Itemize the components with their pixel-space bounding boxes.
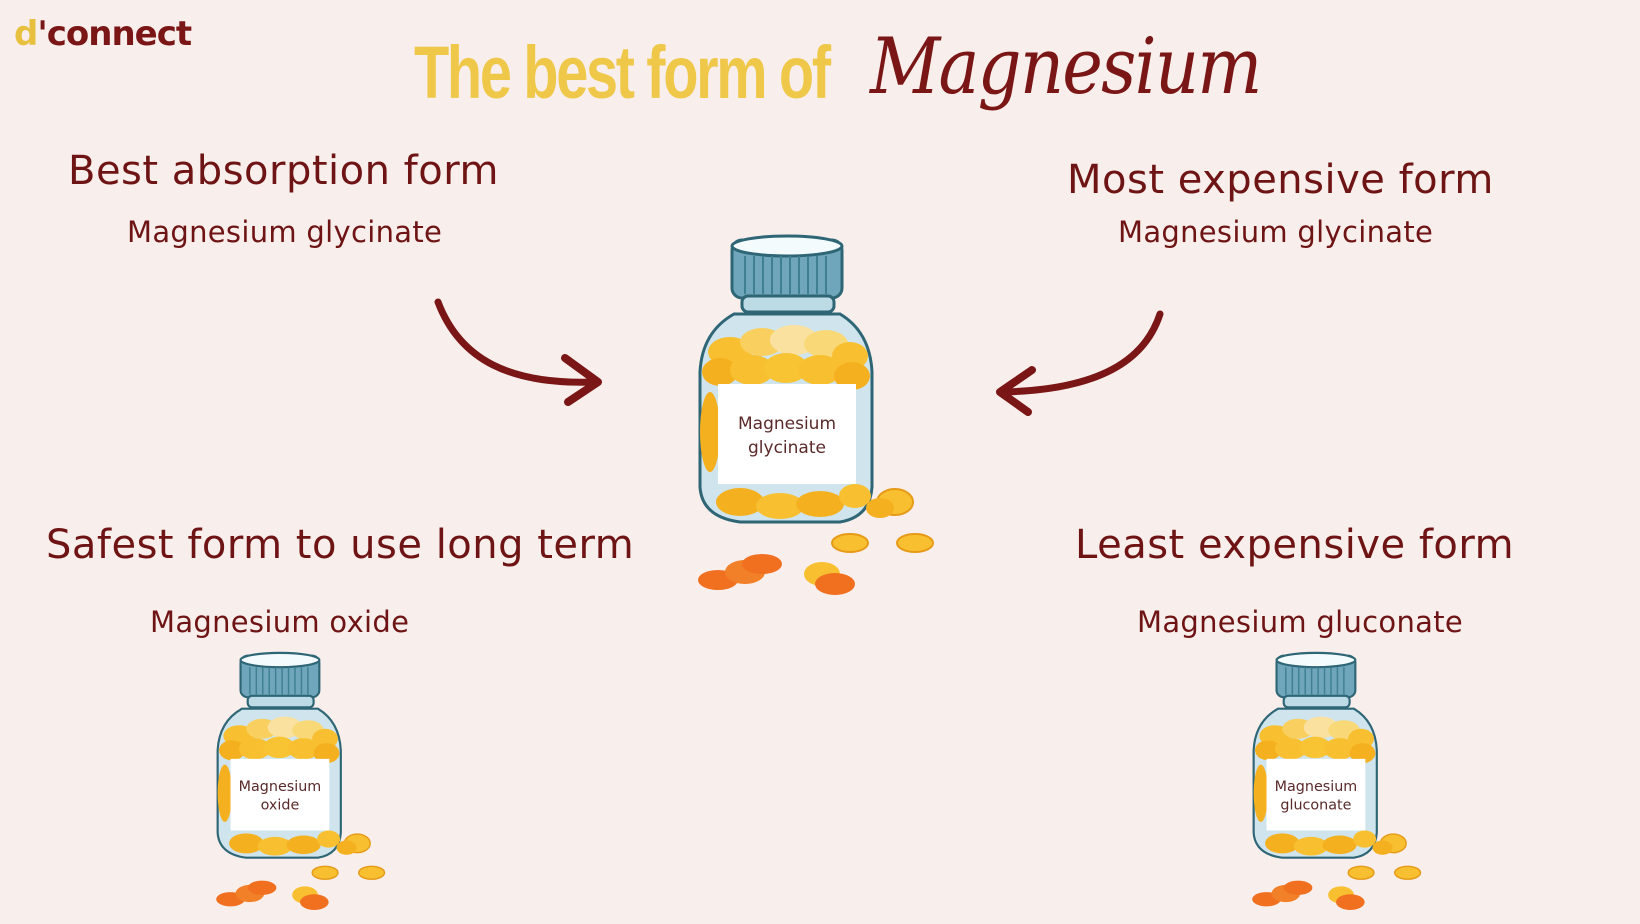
bottle-oxide-label-line2: oxide (261, 798, 300, 814)
bottle-center-label-line1: Magnesium (738, 414, 836, 434)
logo-text: 'connect (37, 14, 192, 54)
heading-safest-long-term: Safest form to use long term (46, 522, 635, 568)
value-most-expensive: Magnesium glycinate (1118, 215, 1434, 249)
heading-least-expensive: Least expensive form (1075, 522, 1515, 568)
bottle-gluconate-icon: Magnesium gluconate (1252, 651, 1422, 910)
heading-best-absorption: Best absorption form (68, 148, 499, 194)
bottle-oxide-icon: Magnesium oxide (216, 651, 386, 910)
page-title-script: Magnesium (870, 22, 1262, 112)
page-title-prefix: The best form of (414, 31, 831, 114)
logo-d: d (14, 14, 38, 54)
curved-arrow-left-icon (996, 310, 1164, 416)
value-safest-long-term: Magnesium oxide (150, 605, 410, 639)
bottle-oxide-label-line1: Magnesium (239, 779, 322, 795)
bottle-center-label-line2: glycinate (748, 438, 826, 458)
value-least-expensive: Magnesium gluconate (1137, 605, 1464, 639)
brand-logo: d'connect (14, 14, 192, 54)
bottle-gluconate-label-line2: gluconate (1280, 798, 1351, 814)
bottle-gluconate-label-line1: Magnesium (1275, 779, 1358, 795)
heading-most-expensive: Most expensive form (1067, 157, 1494, 203)
curved-arrow-right-icon (434, 298, 602, 406)
bottle-center-icon: Magnesium glycinate (698, 234, 934, 595)
value-best-absorption: Magnesium glycinate (127, 215, 443, 249)
